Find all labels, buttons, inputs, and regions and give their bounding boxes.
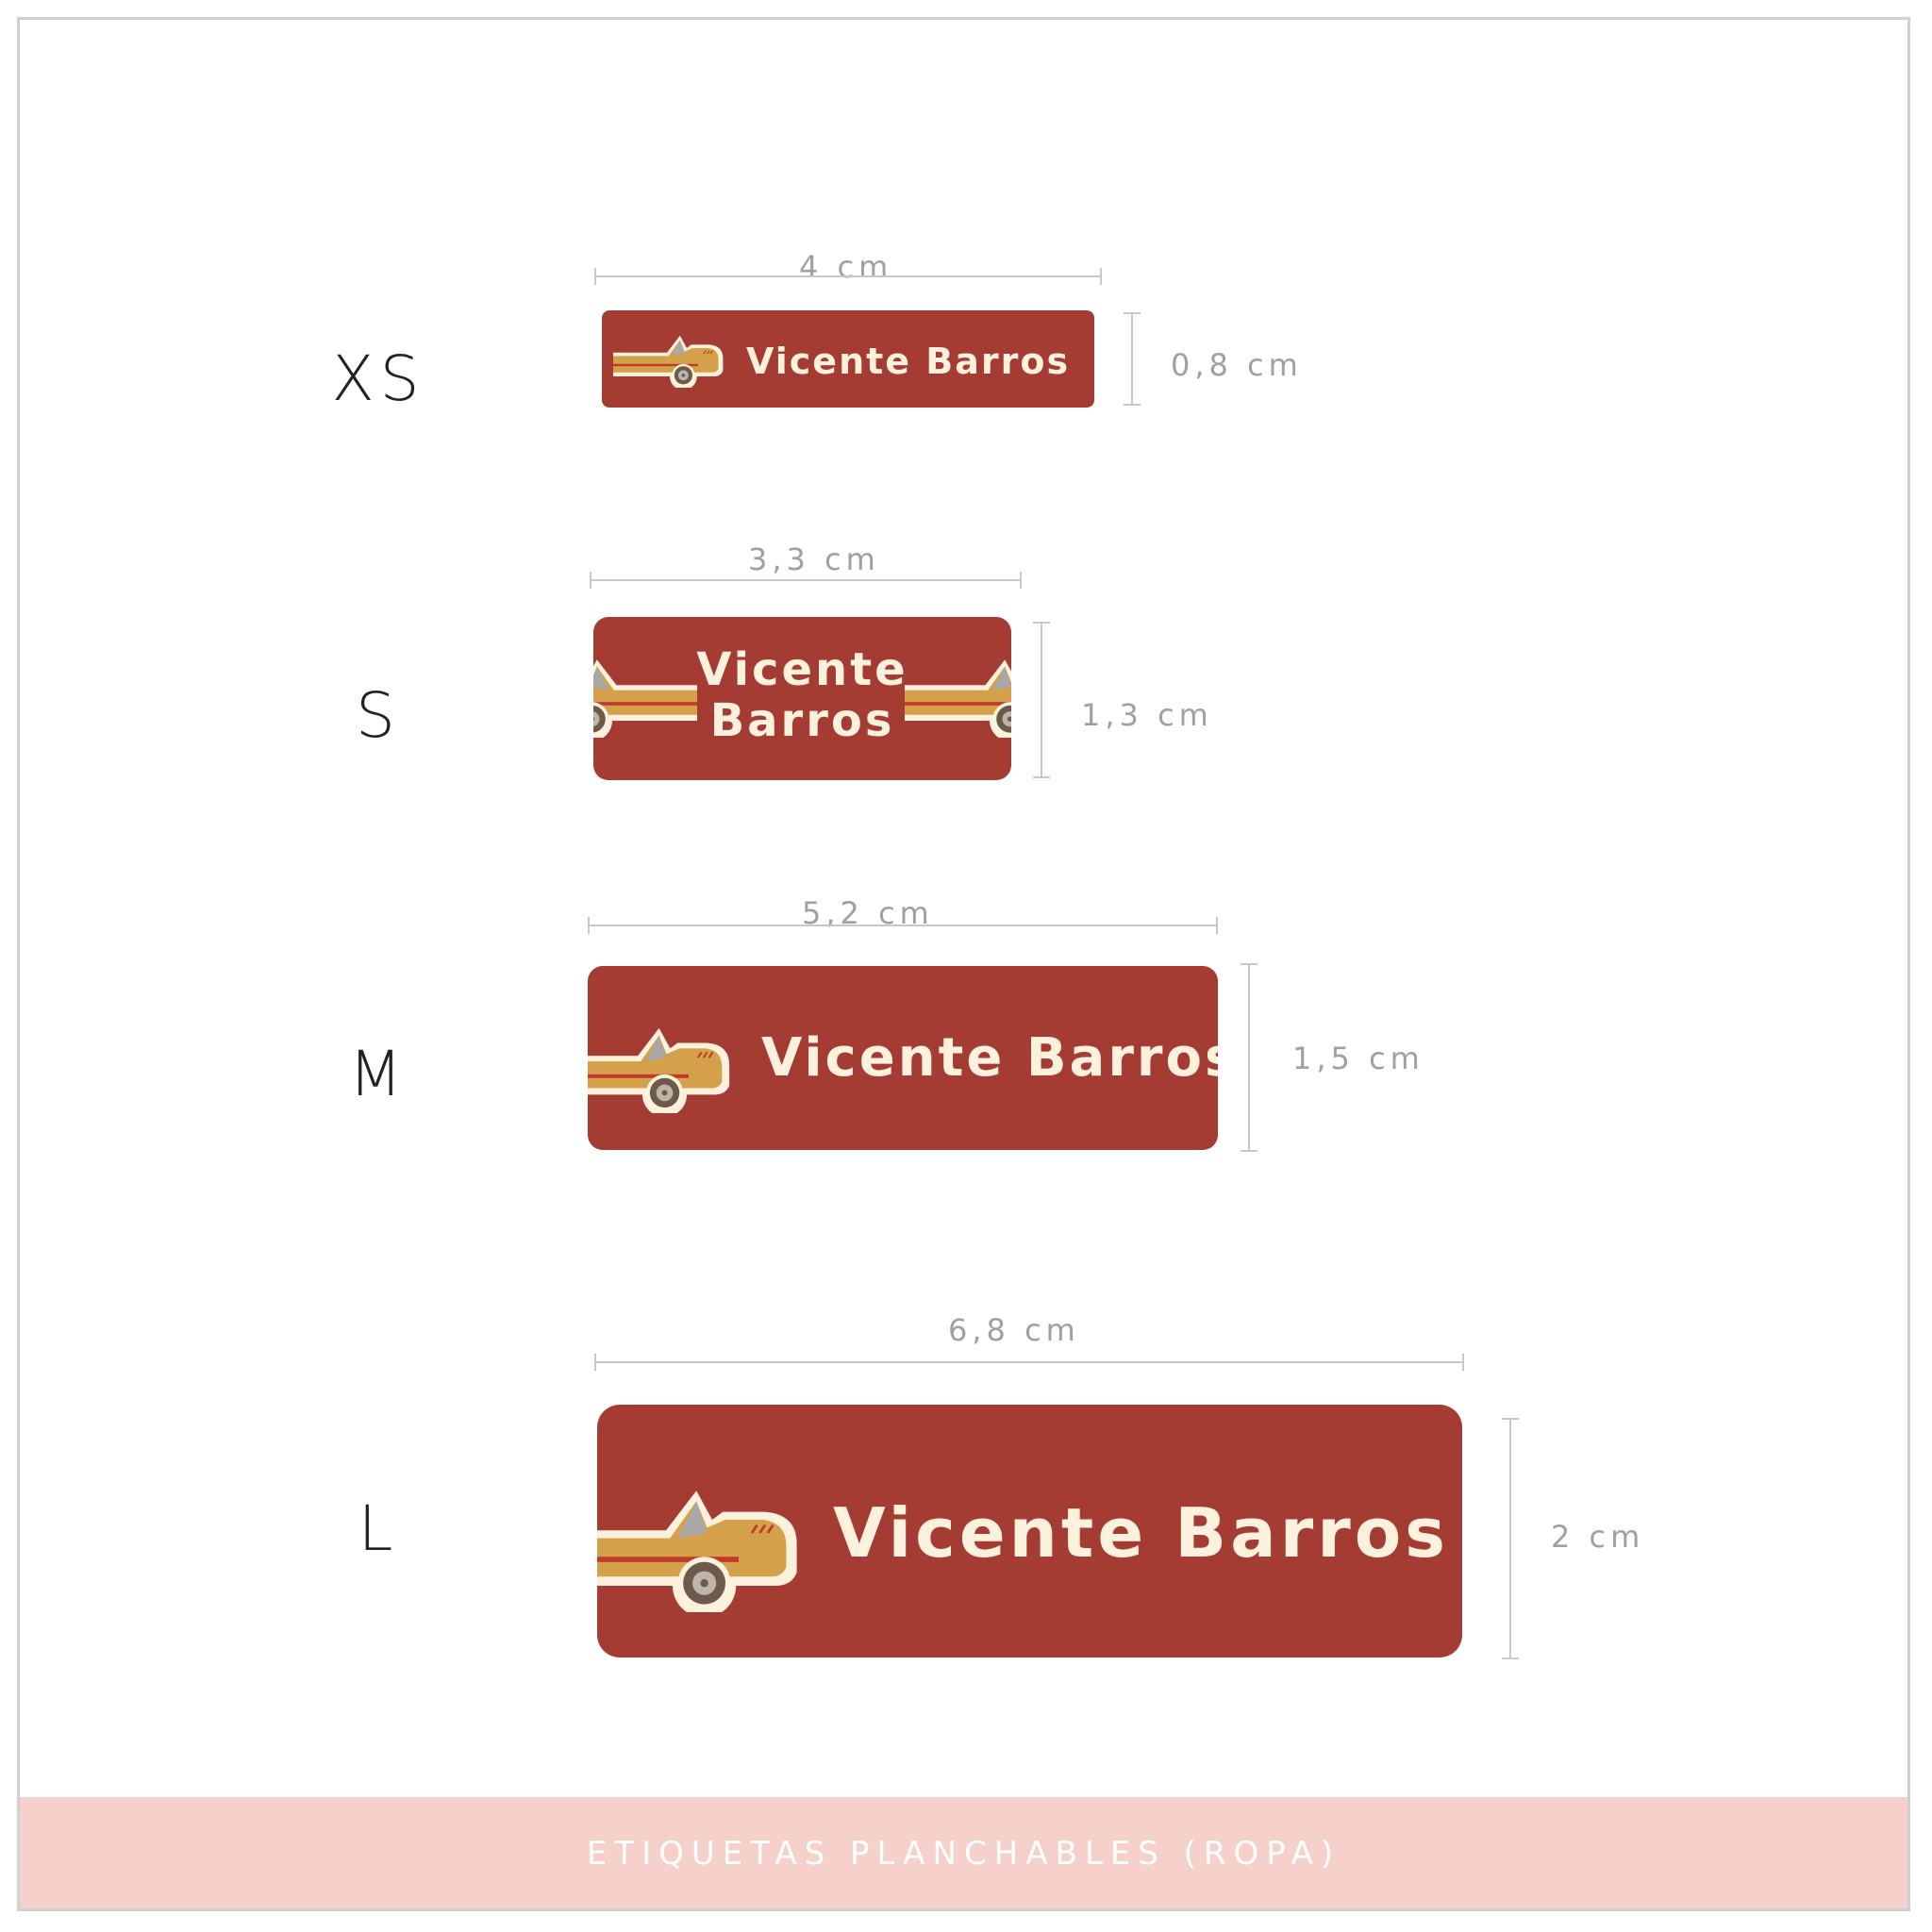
width-line-m <box>588 917 1218 934</box>
width-line-l <box>594 1354 1464 1371</box>
label-name-s-line1: Vicente <box>696 643 908 696</box>
height-line-m <box>1241 963 1257 1152</box>
size-letter-xs: XS <box>331 342 425 415</box>
race-car-icon <box>597 1480 805 1612</box>
name-label-s: Vicente Barros <box>593 617 1011 780</box>
name-label-m: Vicente Barros <box>588 966 1218 1150</box>
label-name-l: Vicente Barros <box>833 1493 1450 1573</box>
width-label-s: 3,3 cm <box>748 541 880 577</box>
height-label-s: 1,3 cm <box>1081 697 1213 733</box>
width-label-xs: 4 cm <box>799 249 893 285</box>
name-label-l: Vicente Barros <box>597 1405 1462 1657</box>
race-car-icon <box>588 1021 735 1113</box>
height-label-l: 2 cm <box>1551 1519 1645 1555</box>
footer-title: ETIQUETAS PLANCHABLES (ROPA) <box>586 1835 1341 1873</box>
label-name-m: Vicente Barros <box>761 1027 1218 1089</box>
width-label-l: 6,8 cm <box>948 1312 1080 1348</box>
name-label-xs: Vicente Barros <box>602 310 1094 408</box>
size-letter-m: M <box>348 1038 408 1110</box>
width-label-m: 5,2 cm <box>802 895 934 931</box>
size-letter-s: S <box>356 679 401 752</box>
height-line-xs <box>1124 312 1141 406</box>
height-line-s <box>1033 622 1050 778</box>
height-label-m: 1,5 cm <box>1292 1041 1424 1076</box>
footer-banner: ETIQUETAS PLANCHABLES (ROPA) <box>20 1797 1907 1908</box>
width-line-xs <box>594 268 1102 285</box>
label-name-s-line2: Barros <box>709 694 895 747</box>
height-label-xs: 0,8 cm <box>1171 347 1303 383</box>
size-chart-frame: XS 4 cm Vicente Barros 0,8 cm S 3,3 cm V… <box>17 17 1910 1911</box>
label-name-xs: Vicente Barros <box>746 341 1071 382</box>
size-letter-l: L <box>358 1492 399 1565</box>
race-car-icon <box>613 331 726 388</box>
width-line-s <box>590 572 1022 589</box>
height-line-l <box>1502 1418 1519 1659</box>
